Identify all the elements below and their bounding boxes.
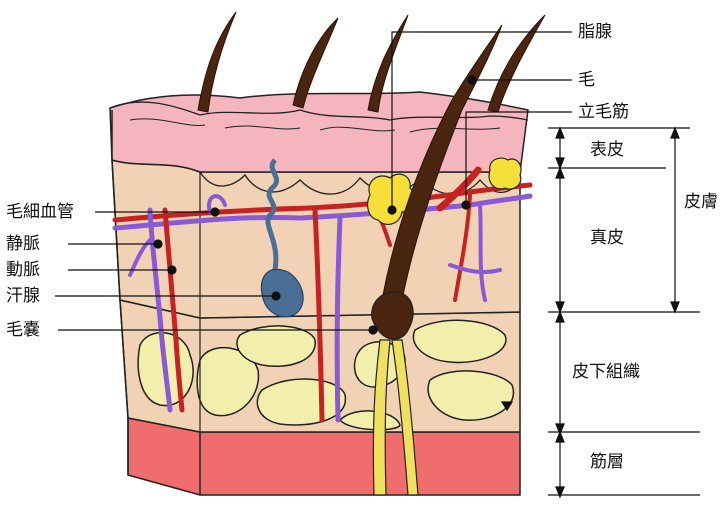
label-hair: 毛 [578,70,595,90]
label-capillary: 毛細血管 [6,202,74,222]
label-artery: 動脈 [6,260,40,280]
label-sweat-gland: 汗腺 [6,286,40,306]
label-subcutaneous: 皮下組織 [572,362,640,382]
label-skin: 皮膚 [684,192,718,212]
label-vein: 静脈 [6,234,40,254]
fat-lobule [257,379,345,425]
label-muscle: 筋層 [590,452,624,472]
label-sebaceous-gland: 脂腺 [578,22,612,42]
label-dermis: 真皮 [590,228,624,248]
fat-lobule [413,320,506,362]
label-arrector-pili: 立毛筋 [578,102,629,122]
sebaceous-gland [489,158,521,189]
fat-lobule [237,326,315,366]
vein-vertical-2 [337,218,340,420]
hair-shaft [488,15,545,112]
label-hair-follicle: 毛嚢 [6,320,40,340]
label-epidermis: 表皮 [590,140,624,160]
